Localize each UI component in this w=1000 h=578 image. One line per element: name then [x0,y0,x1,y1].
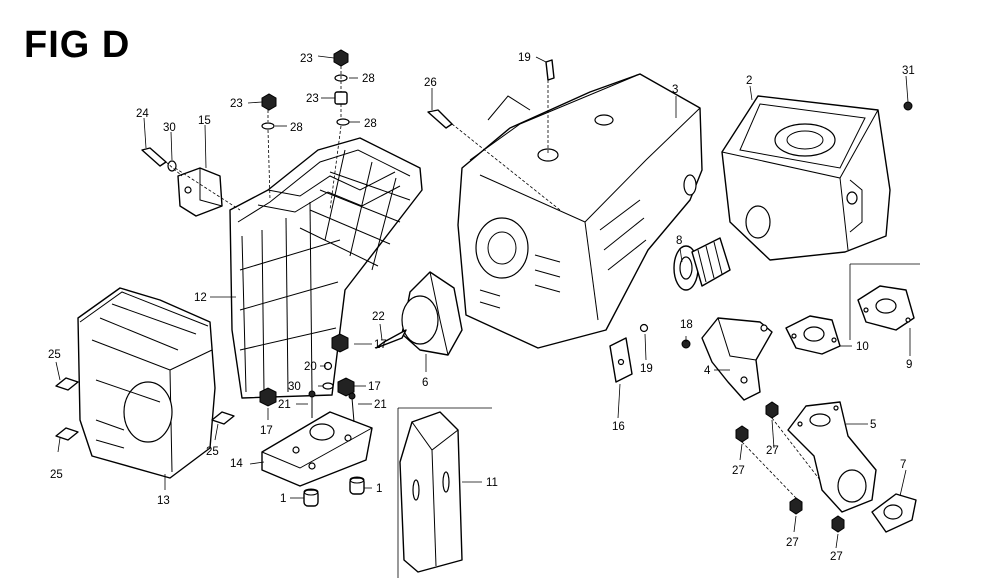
part-5-manifold [787,401,877,513]
callout-6: 6 [422,377,428,389]
callout-17: 17 [374,339,387,351]
part-15-bracket [177,167,223,217]
figure-title: FIG D [24,24,131,66]
callout-10: 10 [856,341,869,353]
callout-25: 25 [50,469,63,481]
callout-21: 21 [374,399,387,411]
callout-22: 22 [372,311,385,323]
callout-31: 31 [902,65,915,77]
part-14-base-plate [261,411,373,487]
callout-4: 4 [704,365,711,377]
callout-9: 9 [906,359,912,371]
leader-lines [55,55,911,549]
callout-27: 27 [766,445,779,457]
part-4-bracket [701,317,773,401]
callout-24: 24 [136,108,149,120]
part-1-grommets [303,476,365,507]
callout-13: 13 [157,495,170,507]
callout-27: 27 [732,465,745,477]
callout-7: 7 [900,459,906,471]
callout-29: 30 [288,381,301,393]
callout-18: 18 [680,319,693,331]
part-10-gasket [785,315,841,355]
callout-28: 28 [364,118,377,130]
part-8-exhaust-pipe [673,237,731,291]
callout-26: 26 [424,77,437,89]
callout-27: 27 [786,537,799,549]
part-2-muffler [721,95,891,261]
part-7-gasket [871,493,917,533]
part-12-frame [229,137,423,399]
callout-21: 21 [278,399,291,411]
part-13-shroud [77,287,216,479]
callout-15: 15 [198,115,211,127]
callout-28: 28 [362,73,375,85]
callout-19: 19 [518,52,531,64]
part-9-gasket [849,263,920,340]
callout-19: 19 [640,363,653,375]
callout-23: 23 [306,93,319,105]
callout-1: 1 [280,493,286,505]
part-3-engine-cover [457,70,703,349]
callout-30: 30 [163,122,176,134]
callout-25: 25 [206,446,219,458]
callout-3: 3 [672,84,678,96]
callout-17: 17 [368,381,381,393]
callout-28: 28 [290,122,303,134]
callout-1: 1 [376,483,382,495]
callout-23: 23 [230,98,243,110]
fasteners [55,49,913,533]
callout-23: 23 [300,53,313,65]
callout-17: 17 [260,425,273,437]
callout-8: 8 [676,235,682,247]
callout-25: 25 [48,349,61,361]
callout-14: 14 [230,458,243,470]
part-16-plate [609,337,633,383]
callout-labels: 23 28 23 28 23 28 24 30 15 26 19 3 2 31 … [48,52,915,563]
callout-12: 12 [194,292,207,304]
callout-5: 5 [870,419,876,431]
part-6-cap [401,271,463,356]
callout-16: 16 [612,421,625,433]
callout-27: 27 [830,551,843,563]
part-11-cover [397,407,492,578]
callout-2: 2 [746,75,752,87]
callout-20: 20 [304,361,317,373]
callout-11: 11 [486,477,498,489]
